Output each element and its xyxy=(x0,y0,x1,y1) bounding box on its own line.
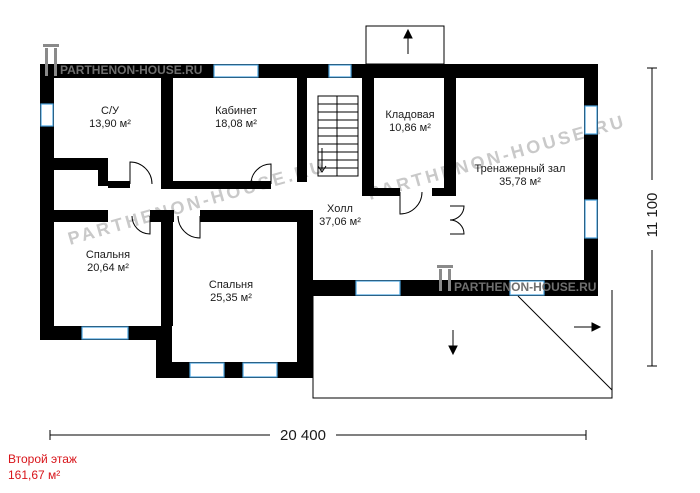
room-name: Спальня xyxy=(86,249,130,261)
floor-area: 161,67 м² xyxy=(8,468,61,482)
balcony-top xyxy=(365,25,445,65)
window xyxy=(584,199,598,239)
window xyxy=(328,64,352,78)
room-name: Кладовая xyxy=(385,109,434,121)
room-area: 37,06 м² xyxy=(319,216,361,228)
window xyxy=(189,362,225,378)
room-area: 20,64 м² xyxy=(87,262,129,274)
floor-caption: Второй этаж 161,67 м² xyxy=(8,451,77,483)
window xyxy=(81,326,129,340)
watermark-text: PARTHENON-HOUSE.RU xyxy=(60,63,202,77)
watermark-logo-top: PARTHENON-HOUSE.RU xyxy=(43,44,202,77)
room-area: 18,08 м² xyxy=(215,118,257,130)
windows xyxy=(40,64,598,378)
room-name: Спальня xyxy=(209,279,253,291)
staircase xyxy=(317,95,359,177)
dimension-width-label: 20 400 xyxy=(280,427,326,444)
direction-arrows xyxy=(403,28,602,356)
floor-title: Второй этаж xyxy=(8,452,77,466)
arrow-up-icon xyxy=(403,28,413,39)
arrow-right-icon xyxy=(591,322,602,332)
room-name: Тренажерный зал xyxy=(475,163,566,175)
watermark-logo-bottom: PARTHENON-HOUSE.RU xyxy=(437,265,596,294)
window xyxy=(509,280,545,296)
room-name: С/У xyxy=(101,105,120,117)
window xyxy=(242,362,278,378)
terrace xyxy=(312,290,613,399)
dimension-depth-label: 11 100 xyxy=(644,193,661,238)
doors xyxy=(129,161,465,239)
window xyxy=(584,105,598,135)
dimension-depth: 11 100 xyxy=(644,67,661,367)
window xyxy=(213,64,259,78)
room-area: 13,90 м² xyxy=(89,118,131,130)
balconies xyxy=(312,25,613,399)
room-area: 25,35 м² xyxy=(210,292,252,304)
vent-marks xyxy=(165,118,452,154)
window xyxy=(40,103,54,127)
room-name: Кабинет xyxy=(215,105,257,117)
room-labels: С/У 13,90 м² Кабинет 18,08 м² Кладовая 1… xyxy=(86,105,566,304)
room-area: 10,86 м² xyxy=(389,122,431,134)
arrow-down-icon xyxy=(448,345,458,356)
room-name: Холл xyxy=(327,203,353,215)
window xyxy=(355,280,401,296)
dimension-width: 20 400 xyxy=(49,427,587,444)
watermark-text: PARTHENON-HOUSE.RU xyxy=(454,280,596,294)
room-area: 35,78 м² xyxy=(499,176,541,188)
